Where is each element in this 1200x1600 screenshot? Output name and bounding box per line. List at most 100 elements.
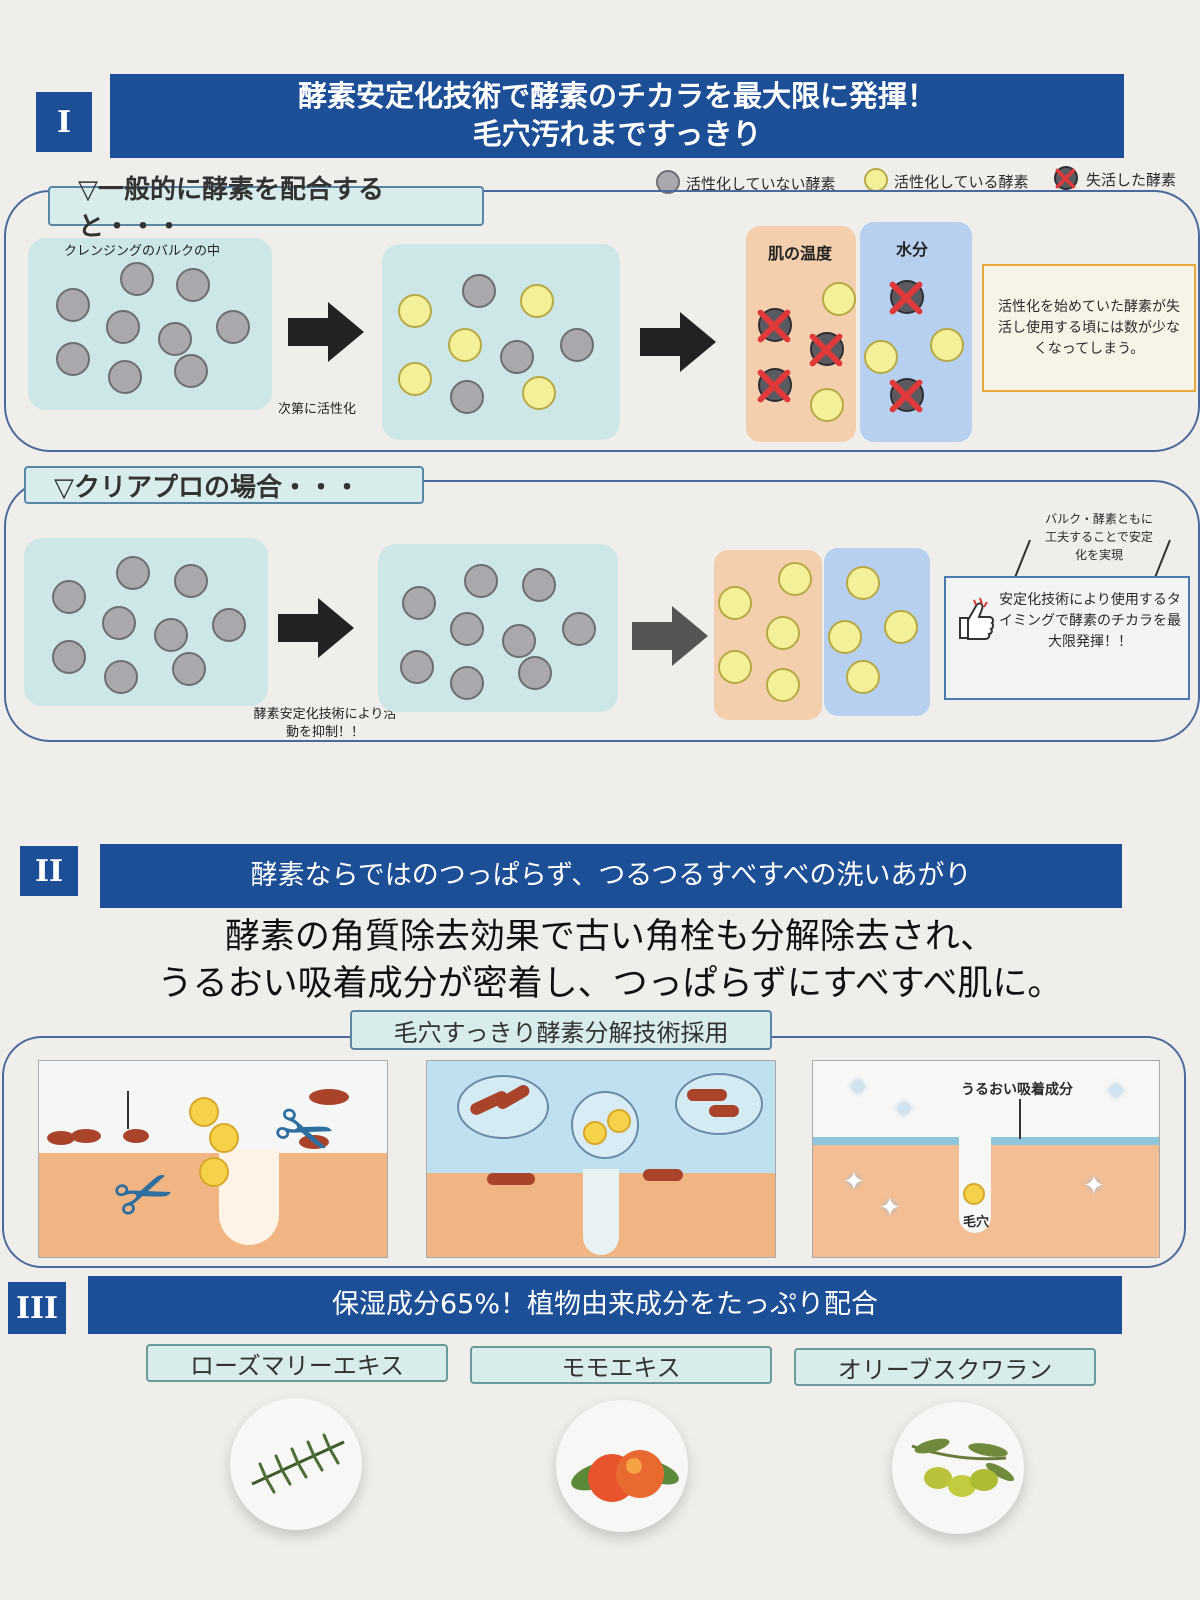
tech-tab: 毛穴すっきり酵素分解技術採用 bbox=[350, 1010, 772, 1050]
general-panel bbox=[4, 190, 1200, 452]
suppress-label: 酵素安定化技術により活動を抑制！！ bbox=[253, 707, 397, 741]
sparkle-icon: ✦ bbox=[847, 1073, 869, 1103]
section1-title-banner: 酵素安定化技術で酵素のチカラを最大限に発揮！ 毛穴汚れまですっきり bbox=[110, 74, 1124, 158]
enzyme-dot bbox=[522, 376, 556, 410]
olive-icon bbox=[892, 1402, 1024, 1534]
legend-active-label: 活性化している酵素 bbox=[894, 173, 1029, 191]
enzyme-dot bbox=[520, 284, 554, 318]
enzyme-dot bbox=[56, 342, 90, 376]
enzyme-dot bbox=[864, 340, 898, 374]
right-arrow-icon bbox=[278, 598, 354, 658]
illustration-enzyme-cutting: ✂ ✂ bbox=[38, 1060, 388, 1258]
sparkle-icon: ✦ bbox=[893, 1095, 915, 1125]
clearpro-stable-box bbox=[378, 544, 618, 712]
pore-label: 毛穴 bbox=[963, 1215, 990, 1230]
clearpro-note: 安定化技術により使用するタイミングで酵素のチカラを最大限発揮！！ bbox=[944, 576, 1190, 700]
general-bulk-box: クレンジングのバルクの中 bbox=[28, 238, 272, 410]
illustration-moisture: うるおい吸着成分 毛穴 ✦ ✦ ✦ ✦ ✦ ✦ bbox=[812, 1060, 1160, 1258]
section2-body-line2: うるおい吸着成分が密着し、つっぱらずにすべすべ肌に。 bbox=[157, 964, 1063, 1005]
thumbs-up-icon bbox=[954, 596, 995, 644]
legend: 活性化していない酵素 活性化している酵素 失活した酵素 bbox=[652, 166, 1192, 198]
enzyme-dot bbox=[828, 620, 862, 654]
water-label: 水分 bbox=[896, 240, 929, 259]
section2-numeral: II bbox=[20, 846, 78, 896]
clearpro-panel bbox=[4, 480, 1200, 742]
enzyme-dot bbox=[104, 660, 138, 694]
enzyme-dot bbox=[216, 310, 250, 344]
enzyme-dot bbox=[176, 268, 210, 302]
enzyme-dot bbox=[108, 360, 142, 394]
enzyme-dot bbox=[846, 566, 880, 600]
enzyme-dot bbox=[778, 562, 812, 596]
enzyme-dot bbox=[402, 586, 436, 620]
water-box: 水分 bbox=[860, 222, 972, 442]
enzyme-dot bbox=[930, 328, 964, 362]
right-arrow-icon bbox=[288, 302, 364, 362]
enzyme-dot bbox=[718, 650, 752, 684]
enzyme-dot bbox=[56, 288, 90, 322]
enzyme-dot bbox=[209, 1123, 239, 1153]
deactivated-enzyme bbox=[758, 308, 792, 342]
enzyme-dot bbox=[462, 274, 496, 308]
moist-label: うるおい吸着成分 bbox=[961, 1082, 1073, 1098]
right-arrow-icon bbox=[640, 312, 716, 372]
gradual-label: 次第に活性化 bbox=[278, 402, 357, 417]
sparkle-icon: ✦ bbox=[879, 1193, 901, 1223]
enzyme-dot bbox=[154, 618, 188, 652]
ingredient-tab-olive: オリーブスクワラン bbox=[794, 1348, 1096, 1386]
section1-title-line2: 毛穴汚れまですっきり bbox=[472, 117, 762, 151]
skin-temp-label: 肌の温度 bbox=[768, 244, 833, 263]
section1-title-line1: 酵素安定化技術で酵素のチカラを最大限に発揮！ bbox=[297, 79, 936, 114]
general-note: 活性化を始めていた酵素が失活し使用する頃には数が少なくなってしまう。 bbox=[982, 264, 1196, 392]
enzyme-dot bbox=[212, 608, 246, 642]
enzyme-dot bbox=[398, 294, 432, 328]
ingredient-tab-peach: モモエキス bbox=[470, 1346, 772, 1384]
enzyme-dot bbox=[766, 668, 800, 702]
section3-title: 保湿成分65%！植物由来成分をたっぷり配合 bbox=[331, 1289, 878, 1321]
enzyme-dot bbox=[518, 656, 552, 690]
enzyme-dot bbox=[189, 1097, 219, 1127]
enzyme-dot bbox=[398, 362, 432, 396]
deactivated-enzyme bbox=[758, 368, 792, 402]
enzyme-dot bbox=[562, 612, 596, 646]
enzyme-dot bbox=[766, 616, 800, 650]
enzyme-dot bbox=[583, 1121, 607, 1145]
enzyme-dot bbox=[846, 660, 880, 694]
skin-temp-box: 肌の温度 bbox=[746, 226, 856, 442]
enzyme-dot bbox=[102, 606, 136, 640]
illustration-dirt-removal bbox=[426, 1060, 776, 1258]
enzyme-dot bbox=[963, 1183, 985, 1205]
legend-inactive-label: 活性化していない酵素 bbox=[686, 175, 836, 193]
section1-numeral: I bbox=[36, 92, 92, 152]
enzyme-dot bbox=[400, 650, 434, 684]
enzyme-dot bbox=[52, 640, 86, 674]
enzyme-dot bbox=[607, 1109, 631, 1133]
sparkle-icon: ✦ bbox=[843, 1167, 865, 1197]
enzyme-dot bbox=[106, 310, 140, 344]
enzyme-dot bbox=[116, 556, 150, 590]
enzyme-dot bbox=[810, 388, 844, 422]
sparkle-icon: ✦ bbox=[1083, 1171, 1105, 1201]
enzyme-dot bbox=[120, 262, 154, 296]
deactivated-enzyme bbox=[810, 332, 844, 366]
rosemary-icon bbox=[230, 1398, 362, 1530]
ingredient-tab-rosemary: ローズマリーエキス bbox=[146, 1344, 448, 1382]
peach-icon bbox=[556, 1400, 688, 1532]
enzyme-dot bbox=[560, 328, 594, 362]
section2-body: 酵素の角質除去効果で古い角栓も分解除去され、 うるおい吸着成分が密着し、つっぱら… bbox=[60, 914, 1160, 1009]
right-arrow-icon bbox=[632, 606, 708, 666]
legend-active-icon bbox=[864, 168, 888, 192]
enzyme-dot bbox=[174, 354, 208, 388]
clearpro-bulk-box bbox=[24, 538, 268, 706]
enzyme-dot bbox=[500, 340, 534, 374]
enzyme-dot bbox=[158, 322, 192, 356]
bulk-label: クレンジングのバルクの中 bbox=[64, 244, 221, 259]
enzyme-dot bbox=[718, 586, 752, 620]
clearpro-note-text: 安定化技術により使用するタイミングで酵素のチカラを最大限発揮！！ bbox=[999, 592, 1181, 650]
enzyme-dot bbox=[822, 282, 856, 316]
enzyme-dot bbox=[174, 564, 208, 598]
enzyme-dot bbox=[52, 580, 86, 614]
enzyme-dot bbox=[199, 1157, 229, 1187]
general-activating-box bbox=[382, 244, 620, 440]
bubble-lines bbox=[1013, 539, 1171, 581]
